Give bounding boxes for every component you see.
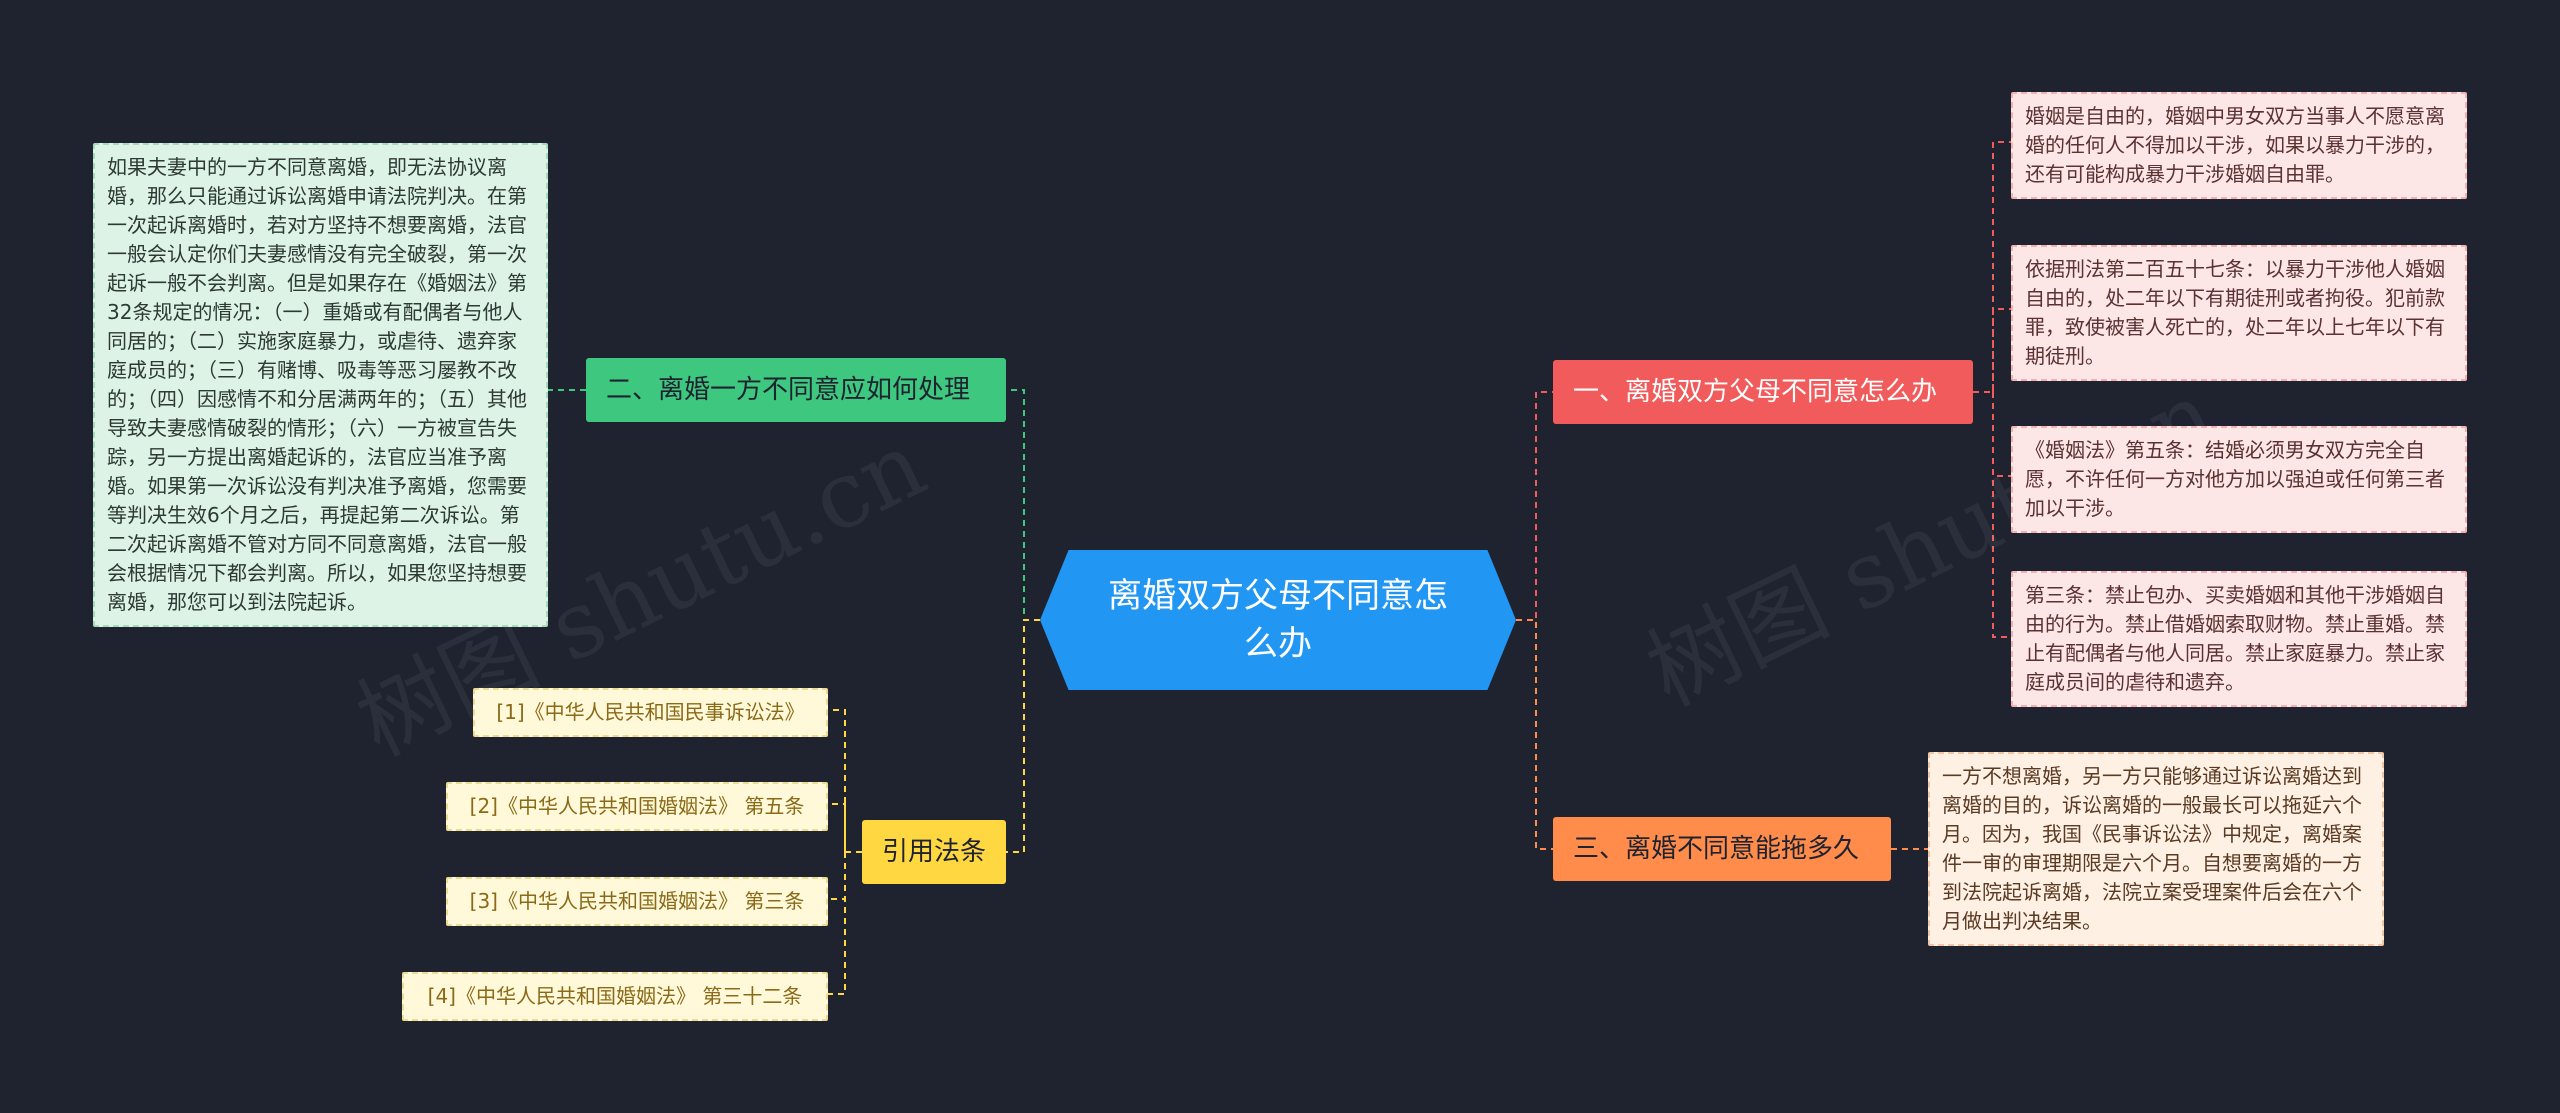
connector-b1-leaves bbox=[1973, 141, 2011, 638]
connector-center-b2 bbox=[1006, 389, 1040, 621]
leaf-litigation-six-months[interactable]: 一方不想离婚，另一方只能够通过诉讼离婚达到离婚的目的，诉讼离婚的一般最长可以拖延… bbox=[1928, 752, 2384, 946]
leaf-criminal-law-257[interactable]: 依据刑法第二百五十七条：以暴力干涉他人婚姻自由的，处二年以下有期徒刑或者拘役。犯… bbox=[2011, 245, 2467, 381]
leaf-marriage-law-art3[interactable]: 第三条：禁止包办、买卖婚姻和其他干涉婚姻自由的行为。禁止借婚姻索取财物。禁止重婚… bbox=[2011, 571, 2467, 707]
connector-center-b4 bbox=[1006, 619, 1040, 853]
leaf-one-party-litigation[interactable]: 如果夫妻中的一方不同意离婚，即无法协议离婚，那么只能通过诉讼离婚申请法院判决。在… bbox=[93, 143, 548, 627]
leaf-citation-art5[interactable]: [2]《中华人民共和国婚姻法》 第五条 bbox=[446, 782, 828, 831]
leaf-marriage-freedom[interactable]: 婚姻是自由的，婚姻中男女双方当事人不愿意离婚的任何人不得加以干涉，如果以暴力干涉… bbox=[2011, 92, 2467, 199]
leaf-citation-art32[interactable]: [4]《中华人民共和国婚姻法》 第三十二条 bbox=[402, 972, 828, 1021]
branch-how-long-delay[interactable]: 三、离婚不同意能拖多久 bbox=[1553, 817, 1891, 881]
leaf-marriage-law-art5[interactable]: 《婚姻法》第五条：结婚必须男女双方完全自愿，不许任何一方对他方加以强迫或任何第三… bbox=[2011, 426, 2467, 533]
branch-one-party-disagrees[interactable]: 二、离婚一方不同意应如何处理 bbox=[586, 358, 1006, 422]
branch-cited-laws[interactable]: 引用法条 bbox=[862, 820, 1006, 884]
connector-center-b3 bbox=[1516, 619, 1553, 850]
connector-b4-leaves bbox=[828, 709, 862, 995]
leaf-citation-art3[interactable]: [3]《中华人民共和国婚姻法》 第三条 bbox=[446, 877, 828, 926]
central-topic-label: 离婚双方父母不同意怎么办 bbox=[1108, 576, 1448, 664]
branch-parents-disagree[interactable]: 一、离婚双方父母不同意怎么办 bbox=[1553, 360, 1973, 424]
leaf-citation-civil-procedure[interactable]: [1]《中华人民共和国民事诉讼法》 bbox=[473, 688, 828, 737]
connector-center-b1 bbox=[1516, 391, 1553, 621]
central-topic[interactable]: 离婚双方父母不同意怎么办 bbox=[1040, 550, 1516, 690]
